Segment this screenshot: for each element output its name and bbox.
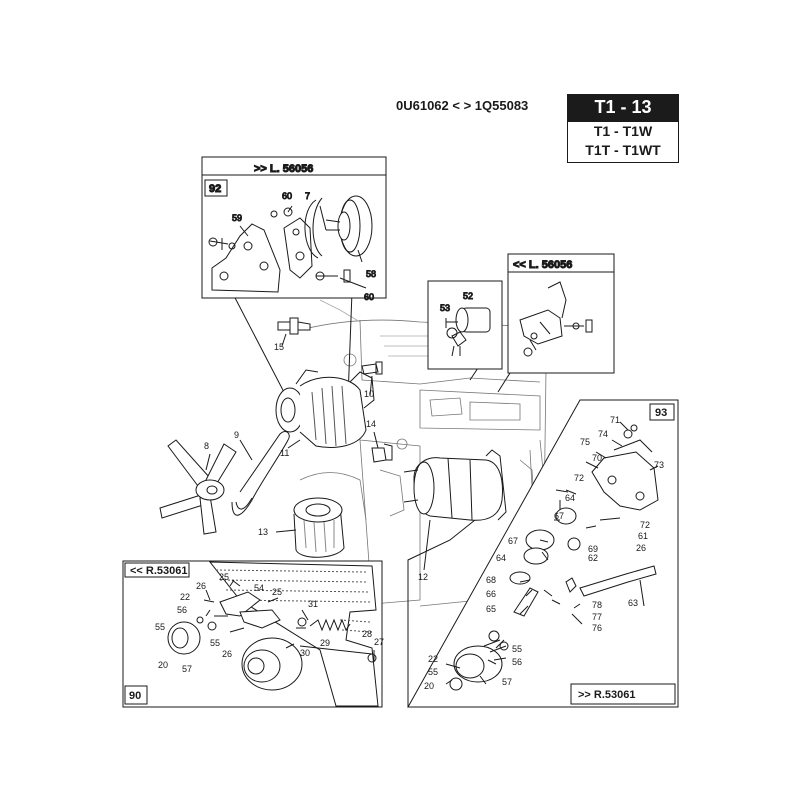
part-60-top: 60 (282, 191, 292, 201)
part-57-90: 57 (182, 664, 192, 674)
part-8: 8 (204, 441, 209, 451)
part-14: 14 (366, 419, 376, 429)
part-64-top: 64 (565, 493, 575, 503)
part-70: 70 (592, 453, 602, 463)
part-67-top: 67 (554, 511, 564, 521)
part-58: 58 (366, 269, 376, 279)
oil-filter-13 (293, 497, 345, 558)
part-60-bottom: 60 (364, 292, 374, 302)
part-31: 31 (308, 599, 318, 609)
part-67-mid: 67 (508, 536, 518, 546)
part-12: 12 (418, 572, 428, 582)
part-65: 65 (486, 604, 496, 614)
leader-key (469, 367, 479, 381)
part-22-93: 22 (428, 654, 438, 664)
part-29: 29 (320, 638, 330, 648)
inset-93-group: 93 (655, 407, 667, 419)
part-54: 54 (254, 583, 264, 593)
part-52: 52 (463, 291, 473, 301)
part-56-90: 56 (177, 605, 187, 615)
inset-92 (201, 156, 387, 299)
part-10: 10 (364, 389, 374, 399)
part-25b-90: 25 (272, 587, 282, 597)
part-13: 13 (258, 527, 268, 537)
inset-92-title: >> L. 56056 (254, 163, 313, 175)
part-59: 59 (232, 213, 242, 223)
part-75: 75 (580, 437, 590, 447)
part-78: 78 (592, 600, 602, 610)
part-72-right: 72 (640, 520, 650, 530)
belt-9 (231, 431, 290, 516)
part-77: 77 (592, 612, 602, 622)
part-26-90: 26 (196, 581, 206, 591)
part-61: 61 (638, 531, 648, 541)
part-22-90: 22 (180, 592, 190, 602)
inset-l56056 (507, 253, 615, 374)
part-66: 66 (486, 589, 496, 599)
part-64-mid: 64 (496, 553, 506, 563)
serial-range: 0U61062 < > 1Q55083 (396, 98, 529, 113)
part-9: 9 (234, 430, 239, 440)
part-76: 76 (592, 623, 602, 633)
leader-l56056 (497, 372, 511, 393)
leader-92 (231, 291, 287, 397)
part-26: 26 (636, 543, 646, 553)
part-30: 30 (300, 648, 310, 658)
inset-l56056-title: << L. 56056 (513, 259, 572, 271)
part-55b-90: 55 (210, 638, 220, 648)
inset-92-group: 92 (209, 183, 221, 195)
part-55-90: 55 (155, 622, 165, 632)
sensor-14 (371, 443, 393, 463)
part-25-90: 25 (219, 572, 229, 582)
part-56-93: 56 (512, 657, 522, 667)
part-28: 28 (362, 629, 372, 639)
part-63: 63 (628, 598, 638, 608)
part-68: 68 (486, 575, 496, 585)
inset-90-group: 90 (129, 690, 141, 702)
section-code: T1 - 13 (567, 94, 679, 121)
part-74: 74 (598, 429, 608, 439)
part-62: 62 (588, 553, 598, 563)
alternator-11 (275, 369, 375, 448)
starter-12 (403, 449, 507, 521)
part-26b-90: 26 (222, 649, 232, 659)
inset-93-footer: >> R.53061 (578, 689, 636, 701)
sensor-10 (361, 361, 383, 375)
part-55b-93: 55 (428, 667, 438, 677)
part-20-90: 20 (158, 660, 168, 670)
model-list: T1 - T1W T1T - T1WT (567, 121, 679, 163)
part-71: 71 (610, 415, 620, 425)
inset-90 (122, 560, 383, 708)
part-15: 15 (274, 342, 284, 352)
part-57-93: 57 (502, 677, 512, 687)
model-2: T1T - T1WT (585, 142, 661, 158)
part-11: 11 (280, 448, 289, 458)
inset-90-title: << R.53061 (130, 565, 188, 577)
part-7: 7 (305, 191, 310, 201)
leader-92b (347, 291, 353, 399)
model-1: T1 - T1W (593, 123, 653, 139)
fan-8 (159, 439, 237, 535)
part-53: 53 (440, 303, 450, 313)
inset-key-switch (427, 280, 503, 370)
part-20-93: 20 (424, 681, 434, 691)
inset-93 (407, 399, 679, 708)
part-72-top: 72 (574, 473, 584, 483)
part-69: 69 (588, 544, 598, 554)
sensor-15 (277, 317, 311, 335)
part-55-93: 55 (512, 644, 522, 654)
part-73: 73 (654, 460, 664, 470)
part-27: 27 (374, 637, 384, 647)
